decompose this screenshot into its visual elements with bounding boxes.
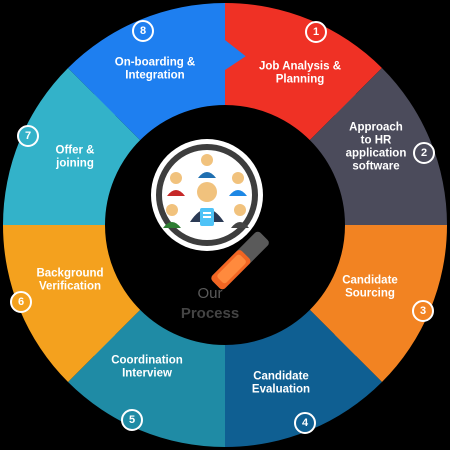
process-segment-1 xyxy=(225,3,382,141)
process-segment-8 xyxy=(68,3,246,141)
badges-group: 1 2 3 4 5 6 7 8 xyxy=(10,20,435,434)
step-number: 4 xyxy=(302,417,309,429)
process-segment-7 xyxy=(3,68,141,225)
person-icon xyxy=(198,154,216,178)
step-number: 2 xyxy=(421,147,427,159)
step-badge-8: 8 xyxy=(132,20,154,42)
person-icon xyxy=(163,204,181,228)
process-segment-3 xyxy=(309,225,447,382)
step-number: 1 xyxy=(313,26,319,38)
step-badge-4: 4 xyxy=(294,412,316,434)
center-title-line1: Our xyxy=(197,285,222,302)
segments-group xyxy=(3,3,447,447)
person-icon xyxy=(229,172,247,196)
step-label-8: On-boarding &Integration xyxy=(115,57,196,82)
step-badge-5: 5 xyxy=(121,409,143,431)
step-number: 3 xyxy=(420,305,426,317)
process-segment-4 xyxy=(204,309,382,447)
step-number: 7 xyxy=(25,130,31,142)
person-icon xyxy=(231,204,249,228)
step-badge-3: 3 xyxy=(412,300,434,322)
step-label-7: Offer &joining xyxy=(55,145,94,170)
step-number: 8 xyxy=(140,25,146,37)
step-number: 6 xyxy=(18,296,24,308)
center-title-line2: Process xyxy=(181,305,239,322)
magnifier-with-team-icon xyxy=(151,139,269,290)
process-segment-2 xyxy=(309,68,447,246)
step-label-1: Job Analysis &Planning xyxy=(259,61,341,86)
step-badge-7: 7 xyxy=(17,125,39,147)
process-segment-5 xyxy=(68,309,225,447)
step-badge-1: 1 xyxy=(305,21,327,43)
person-icon xyxy=(167,172,185,196)
manager-icon xyxy=(190,182,224,226)
step-number: 5 xyxy=(129,414,135,426)
step-badge-6: 6 xyxy=(10,291,32,313)
step-badge-2: 2 xyxy=(413,142,435,164)
process-segment-6 xyxy=(3,204,141,382)
